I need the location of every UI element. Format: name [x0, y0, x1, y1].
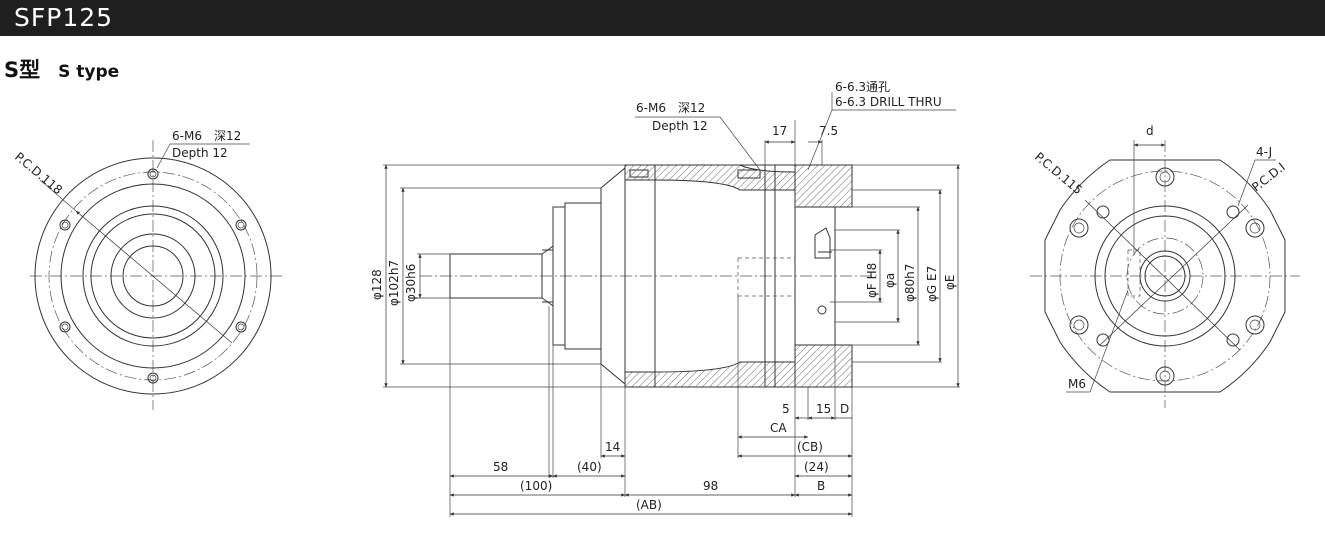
dim-phi-a: φa — [883, 273, 897, 288]
dim-17: 17 — [772, 124, 787, 138]
dim-B: B — [817, 479, 825, 493]
dim-AB: (AB) — [636, 498, 662, 512]
right-pcd115-label: P.C.D.115 — [1032, 150, 1085, 198]
dim-14: 14 — [605, 440, 620, 454]
left-pcd-label: P.C.D.118 — [12, 150, 65, 198]
right-input-view: d 4-J P.C.D.I P.C.D.115 M6 — [1030, 124, 1300, 408]
left-front-view: P.C.D.118 6-M6 深12 Depth 12 — [12, 129, 282, 410]
side-tap-label: 6-M6 深12 — [636, 101, 705, 115]
side-tap-depth: Depth 12 — [652, 119, 708, 133]
dim-phi102: φ102h7 — [387, 260, 401, 306]
left-tap-label: 6-M6 深12 — [172, 129, 241, 143]
dim-D: D — [840, 402, 849, 416]
left-tap-depth: Depth 12 — [172, 146, 228, 160]
dim-5: 5 — [782, 402, 790, 416]
dim-phi128: φ128 — [370, 269, 384, 300]
right-4j-label: 4-J — [1256, 145, 1272, 159]
dim-100: (100) — [520, 479, 552, 493]
type-subtitle-en: S type — [58, 62, 120, 82]
right-pcdi-label: P.C.D.I — [1249, 160, 1288, 194]
dim-phi80: φ80h7 — [903, 264, 917, 302]
type-subtitle-jp: S型 — [4, 58, 41, 82]
dim-phi-e: φE — [943, 275, 957, 291]
right-m6-label: M6 — [1068, 377, 1086, 391]
dim-CA: CA — [770, 421, 787, 435]
dim-24: (24) — [804, 460, 829, 474]
dim-CB: (CB) — [797, 440, 823, 454]
model-title: SFP125 — [14, 3, 114, 32]
dim-phi30: φ30h6 — [404, 264, 418, 302]
dim-phi-f: φF H8 — [865, 263, 879, 298]
side-section-view: φ128 φ102h7 φ30h6 φF H8 φa φ80h7 φG E7 φ… — [370, 80, 960, 517]
dim-58: 58 — [493, 460, 508, 474]
left-bolt-holes — [59, 168, 247, 384]
side-drill-en: 6-6.3 DRILL THRU — [835, 95, 942, 109]
dim-15: 15 — [816, 402, 831, 416]
dim-98: 98 — [703, 479, 718, 493]
right-socket-holes — [1069, 167, 1265, 386]
dim-phi-g: φG E7 — [925, 266, 939, 302]
title-bar: SFP125 — [0, 0, 1325, 36]
side-drill-jp: 6-6.3通孔 — [835, 80, 890, 94]
right-d-label: d — [1146, 124, 1154, 138]
dim-40: (40) — [577, 460, 602, 474]
dim-7-5: 7.5 — [819, 124, 838, 138]
type-subtitle: S型 S type — [4, 54, 119, 84]
